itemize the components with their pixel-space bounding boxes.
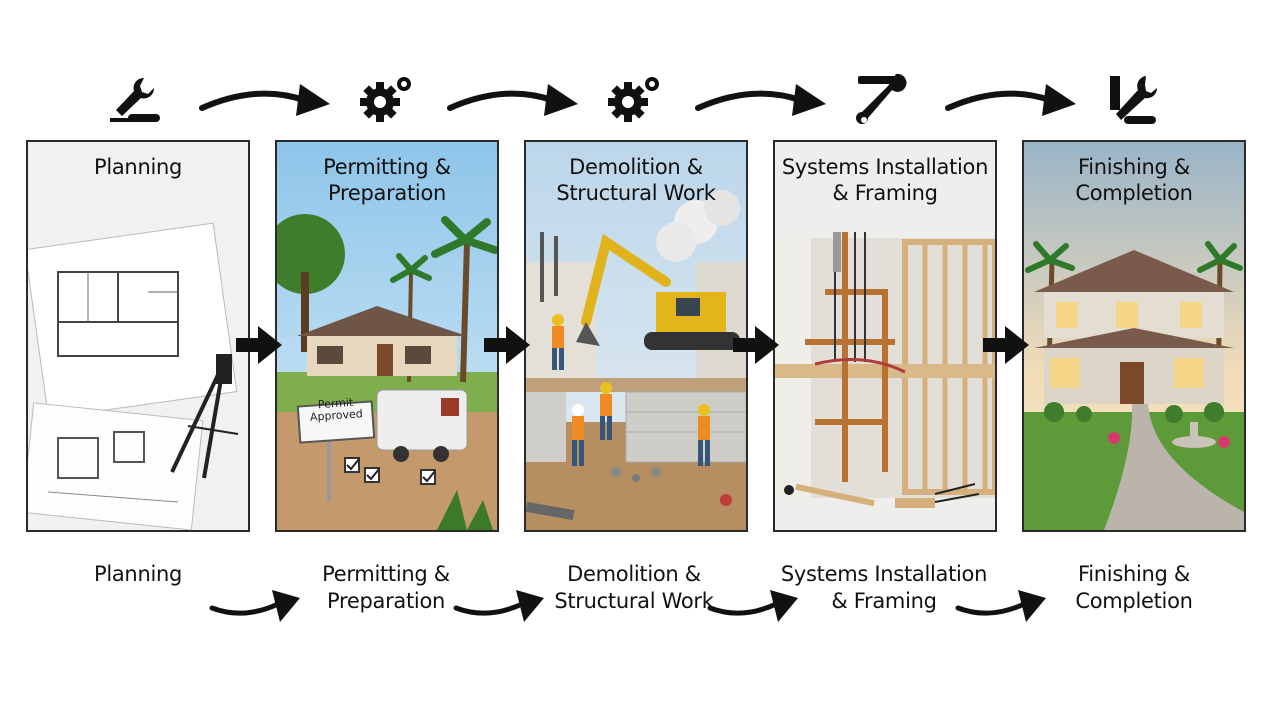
demolition-illustration	[526, 142, 746, 530]
stage-title: Planning	[93, 155, 183, 179]
arrow-right-icon	[706, 584, 802, 628]
blueprint-illustration	[28, 142, 248, 530]
arrow-right-icon	[954, 584, 1050, 628]
permit-approved-sign: Permit Approved	[309, 395, 364, 424]
arrow-right-icon	[452, 584, 548, 628]
stage-panel-permitting: Permit Approved Permitting & Preparation	[275, 140, 499, 532]
gears-icon	[356, 70, 416, 130]
wrench-pen-icon	[106, 70, 166, 130]
finished-house-illustration	[1024, 142, 1244, 530]
stage-label: Systems Installation & Framing	[780, 562, 988, 613]
arrow-right-icon	[482, 322, 532, 368]
framing-illustration	[775, 142, 995, 530]
stage-title: Permitting & Preparation	[323, 155, 451, 205]
arrow-right-icon	[234, 322, 284, 368]
stage-title: Finishing & Completion	[1075, 155, 1193, 205]
stage-label: Permitting & Preparation	[322, 562, 450, 613]
stage-label: Finishing & Completion	[1075, 562, 1193, 613]
arrow-right-icon	[981, 322, 1031, 368]
stage-label: Demolition & Structural Work	[554, 562, 714, 613]
permit-site-illustration	[277, 142, 497, 530]
stage-label: Planning	[93, 562, 183, 586]
arrow-right-icon	[444, 76, 584, 122]
arrow-right-icon	[196, 76, 336, 122]
stage-title: Demolition & Structural Work	[556, 155, 716, 205]
stage-panel-finishing: Finishing & Completion	[1022, 140, 1246, 532]
stage-panel-demolition: Demolition & Structural Work	[524, 140, 748, 532]
stage-panel-systems: Systems Installation & Framing	[773, 140, 997, 532]
wrench-screwdriver-icon	[852, 70, 912, 130]
arrow-right-icon	[208, 584, 304, 628]
gears-icon	[604, 70, 664, 130]
arrow-right-icon	[692, 76, 832, 122]
arrow-right-icon	[731, 322, 781, 368]
stage-panel-planning: Planning	[26, 140, 250, 532]
arrow-right-icon	[942, 76, 1082, 122]
tools-crossed-icon	[1102, 70, 1162, 130]
stage-title: Systems Installation & Framing	[781, 155, 989, 205]
